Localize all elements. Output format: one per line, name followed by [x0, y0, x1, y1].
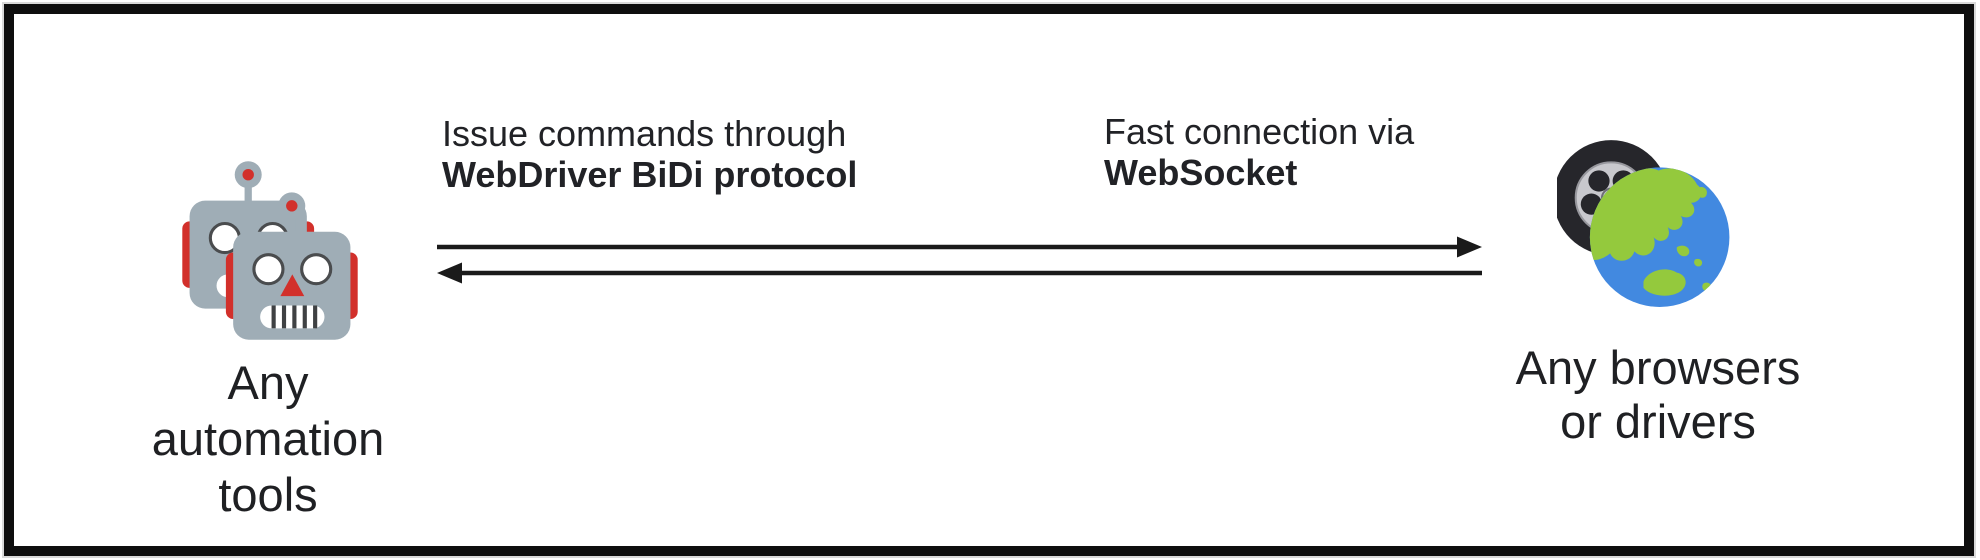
- right-node-label-line: or drivers: [1560, 395, 1756, 448]
- right-node-label: Any browsers or drivers: [1507, 341, 1809, 449]
- arrows-svg: [437, 236, 1482, 284]
- arrow-left-icon: [437, 262, 1482, 284]
- bidi-annotation-line1: Issue commands through: [442, 113, 847, 154]
- browsers-drivers-icon: [1557, 130, 1735, 310]
- automation-tools-robots-icon: [174, 152, 366, 350]
- left-node-label: Any automation tools: [117, 355, 419, 523]
- globe-icon: [1589, 167, 1730, 307]
- connection-arrows: [429, 231, 1494, 293]
- websocket-annotation-line2: WebSocket: [1104, 152, 1298, 193]
- arrow-right-icon: [437, 236, 1482, 258]
- wheel-globe-icon: [1557, 140, 1730, 307]
- bidi-annotation-line2: WebDriver BiDi protocol: [442, 154, 858, 195]
- left-node-label-line: Any: [227, 356, 309, 409]
- robots-icon: [180, 159, 360, 342]
- websocket-annotation: Fast connection via WebSocket: [1104, 111, 1414, 193]
- right-node-label-line: Any browsers: [1515, 341, 1801, 394]
- left-node-label-line: tools: [218, 468, 318, 521]
- websocket-annotation-line1: Fast connection via: [1104, 111, 1415, 152]
- left-node-label-line: automation: [151, 412, 385, 465]
- bidi-annotation: Issue commands through WebDriver BiDi pr…: [442, 113, 857, 195]
